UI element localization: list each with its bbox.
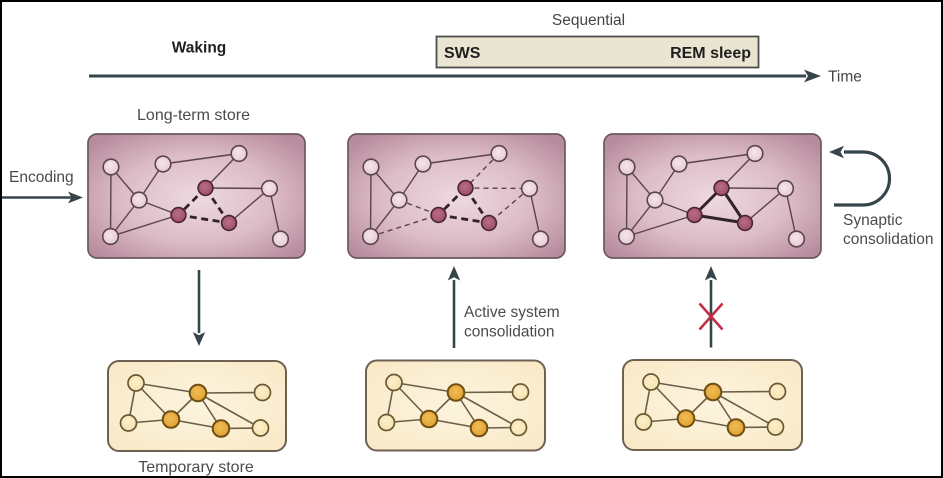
svg-text:Temporary store: Temporary store — [138, 459, 254, 476]
svg-text:Sequential: Sequential — [552, 12, 625, 29]
svg-text:Active system: Active system — [464, 304, 560, 321]
svg-text:Encoding: Encoding — [9, 169, 74, 186]
svg-text:Waking: Waking — [172, 40, 227, 57]
svg-text:REM sleep: REM sleep — [670, 45, 751, 62]
svg-text:Synaptic: Synaptic — [843, 212, 903, 229]
svg-text:Long-term store: Long-term store — [137, 107, 250, 124]
svg-text:Time: Time — [828, 69, 862, 86]
svg-text:consolidation: consolidation — [464, 324, 554, 341]
svg-text:SWS: SWS — [444, 45, 481, 62]
svg-text:consolidation: consolidation — [843, 231, 933, 248]
